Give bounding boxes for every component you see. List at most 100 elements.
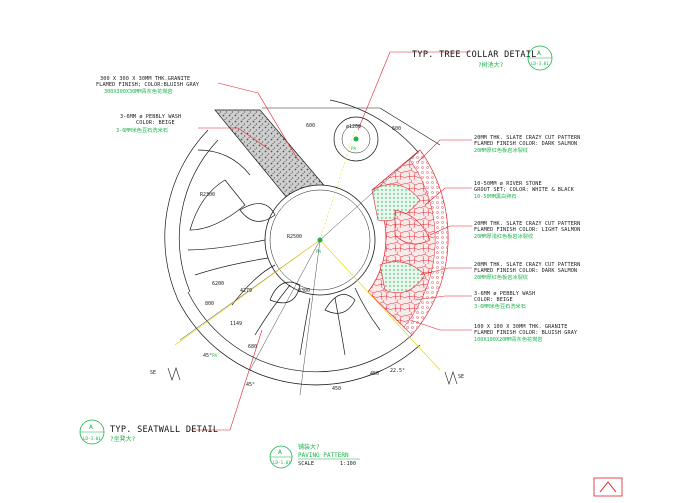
watermark-logo — [593, 477, 623, 497]
ray-3 — [319, 239, 441, 371]
detail-title-cn: ?坐凳大? — [110, 435, 136, 443]
section-mark-left — [167, 367, 181, 381]
callout-text-cn: 3-6MM米色豆石洗米石 — [116, 126, 168, 134]
callout-right-2: 10-50MM ø RIVER STONE GROUT SET; COLOR: … — [474, 181, 575, 200]
leader-granite — [217, 82, 299, 161]
dim-d1: 6200 — [212, 281, 224, 287]
dim-d6: 600 — [306, 123, 315, 129]
callout-text-cn: 20MM厚红色板岩冰裂纹 — [474, 273, 529, 281]
ray-2 — [249, 239, 321, 371]
callout-text-2: COLOR: BEIGE — [474, 297, 513, 303]
callout-text-2: FLAMED FINISH COLOR: DARK SALMON — [474, 268, 577, 274]
leader-r2 — [424, 187, 472, 206]
dim-d13: 22.5° — [390, 368, 405, 374]
petal-lens-1 — [239, 203, 276, 222]
callout-text-cn: 3-6MM米色豆石洗米石 — [474, 302, 526, 310]
detail-tag-letter: A — [89, 423, 93, 431]
detail-title-cn: ?树池大? — [478, 61, 504, 69]
callout-right-6: 100 X 100 X 30MM THK. GRANITE FLAMED FIN… — [474, 324, 578, 343]
dim-radius: R2500 — [287, 234, 302, 240]
callout-text-cn: 20MM厚红色板岩冰裂纹 — [474, 146, 529, 154]
section-mark-right — [444, 371, 458, 385]
tree-collar-outer — [333, 116, 379, 162]
plan-tag-ref: LD-1.01 — [273, 460, 291, 465]
red-petal-2 — [379, 261, 426, 294]
tree-collar-inner — [341, 124, 371, 154]
outer-seatwall-arc-inner — [187, 291, 413, 373]
callout-text-cn: 10-50MM黑白卵石 — [474, 192, 517, 200]
petal-bottom-3 — [299, 297, 311, 356]
dim-d14: R2300 — [200, 192, 215, 198]
granite-path-edge-1 — [262, 107, 441, 146]
outer-seatwall-arc — [177, 299, 421, 386]
ray-6 — [299, 239, 321, 396]
callout-right-5: 3-6MM ø PEBBLY WASH COLOR: BEIGE 3-6MM米色… — [474, 291, 535, 310]
dim-d2: 4279 — [240, 288, 252, 294]
detail-title: TYP. SEATWALL DETAIL — [110, 425, 218, 435]
detail-title: TYP. TREE COLLAR DETAIL — [412, 50, 537, 60]
red-petal-1 — [371, 184, 421, 222]
dim-d12: 45° — [246, 382, 255, 388]
plan-title-cn: 铺装大? — [298, 443, 320, 451]
detail-tag-ref: LD-3.01 — [531, 61, 549, 66]
callout-right-3: 20MM THK. SLATE CRAZY CUT PATTERN FLAMED… — [474, 221, 580, 240]
outer-arc-left-inner — [178, 139, 219, 293]
plan-scale-label: SCALE — [298, 461, 314, 467]
section-label-left: SE — [150, 370, 156, 376]
seatwall-detail: A LD-3.01 TYP. SEATWALL DETAIL ?坐凳大? — [79, 419, 218, 445]
callout-text-2: FLAMED FINISH; COLOR:BLUISH GRAY — [96, 82, 200, 88]
pa-marker-center — [317, 237, 323, 243]
ray-4 — [174, 239, 321, 346]
center-circle-inner — [269, 189, 371, 291]
plan-title: PAVING PATTERN — [298, 452, 349, 459]
ray-5 — [319, 129, 356, 241]
callout-text: 10-50MM ø RIVER STONE — [474, 181, 542, 187]
callout-text: 3-6MM ø PEBBLY WASH — [474, 291, 535, 297]
pa-marker-tree — [353, 136, 359, 142]
leader-pebble-left — [198, 127, 271, 151]
plan-title-block: A LD-1.01 铺装大? PAVING PATTERN SCALE 1:10… — [269, 443, 360, 469]
pa-label-tree: PA — [351, 146, 357, 151]
plan-tag-letter: A — [278, 448, 282, 456]
dim-d3: 680 — [248, 344, 257, 350]
dim-d5: 3300 — [298, 288, 310, 294]
petal-left-2 — [197, 149, 251, 176]
leader-r6 — [409, 319, 472, 331]
dim-d15: ø1200 — [346, 124, 361, 130]
dim-d11: 45° — [203, 353, 212, 359]
leader-seatwall — [190, 329, 263, 431]
outer-arc-left — [164, 129, 209, 301]
detail-tag-letter: A — [537, 49, 541, 57]
dim-d9: 450 — [370, 371, 379, 377]
dim-d4: 1149 — [230, 321, 242, 327]
pa-label-center: PA — [316, 249, 322, 254]
leader-r1 — [417, 139, 472, 163]
callout-text-2: FLAMED FINISH COLOR: LIGHT SALMON — [474, 227, 580, 233]
leader-r3 — [429, 225, 472, 236]
dim-d10: 800 — [205, 301, 214, 307]
petal-left-4 — [194, 257, 269, 276]
petal-bottom-4 — [334, 297, 346, 356]
dim-d7: 600 — [392, 126, 401, 132]
leader-r5 — [414, 295, 472, 301]
petal-left-3 — [187, 239, 266, 251]
ray-7 — [319, 149, 421, 241]
callout-text: 20MM THK. SLATE CRAZY CUT PATTERN — [474, 262, 580, 268]
callout-text-cn: 20MM厚浅红色板岩冰裂纹 — [474, 232, 534, 240]
callout-text: 3-6MM ø PEBBLY WASH — [120, 114, 181, 120]
red-petal-3 — [394, 209, 431, 245]
callout-text: 100 X 100 X 30MM THK. GRANITE — [474, 324, 567, 330]
pa-label-left: PA — [212, 353, 218, 358]
petal-lens-3 — [324, 294, 356, 314]
section-label-right: SE — [458, 374, 464, 380]
outer-arc-top — [329, 99, 419, 153]
callout-text-cn: 100X100X20MM青灰色花岗岩 — [474, 335, 543, 343]
leader-tree-collar — [357, 51, 470, 131]
petal-bottom-2 — [254, 284, 291, 336]
petal-left-1 — [189, 179, 246, 231]
callout-right-1: 20MM THK. SLATE CRAZY CUT PATTERN FLAMED… — [474, 135, 580, 154]
callout-text-cn: 300X300X30MM青灰色花岗岩 — [104, 87, 173, 95]
callout-text: 300 X 300 X 30MM THK.GRANITE — [100, 76, 190, 82]
callout-left-pebble: 3-6MM ø PEBBLY WASH COLOR: BEIGE 3-6MM米色… — [116, 114, 181, 134]
